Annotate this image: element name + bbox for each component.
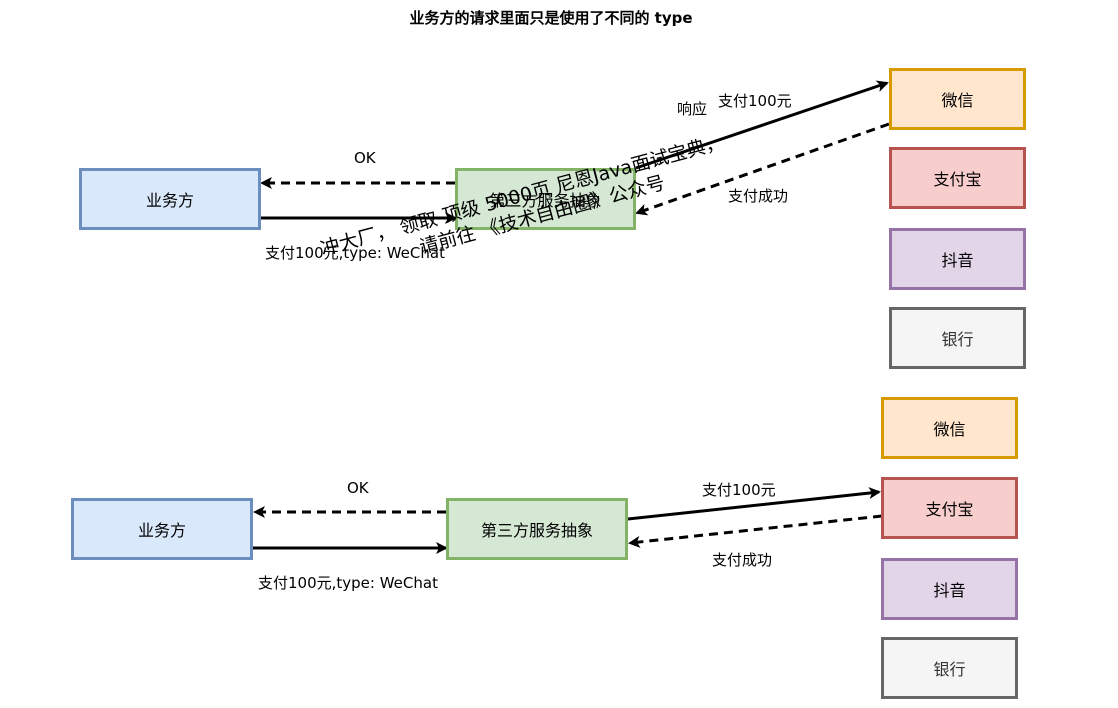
provider-wechat-1: 微信 [889, 68, 1026, 130]
success-label-2: 支付成功 [712, 551, 773, 569]
abstraction-box-2: 第三方服务抽象 [446, 498, 628, 560]
provider-douyin-1: 抖音 [889, 228, 1026, 290]
pay-arrow-1 [635, 80, 889, 170]
pay-label-2: 支付100元 [702, 481, 776, 499]
abstraction-box-1: 第三方服务抽象 [455, 168, 636, 230]
business-label: 业务方 [137, 521, 186, 540]
request-label-1: 支付100元,type: WeChat [265, 244, 445, 262]
pay-label-1: 支付100元 [718, 92, 792, 110]
provider-alipay-2: 支付宝 [881, 477, 1018, 539]
business-label: 业务方 [145, 191, 194, 210]
pay-arrow-2 [627, 487, 881, 521]
success-arrow-2 [628, 514, 883, 548]
provider-douyin-2: 抖音 [881, 558, 1018, 620]
provider-bank-1: 银行 [889, 307, 1026, 369]
business-box-2: 业务方 [71, 498, 253, 560]
abstraction-label: 第三方服务抽象 [489, 191, 602, 210]
diagram-title: 业务方的请求里面只是使用了不同的 type [409, 9, 693, 27]
success-label-1: 支付成功 [728, 187, 789, 205]
provider-label: 微信 [941, 91, 974, 110]
request-label-2: 支付100元,type: WeChat [258, 574, 438, 592]
response-label-1: 响应 [677, 100, 708, 118]
business-box-1: 业务方 [79, 168, 261, 230]
provider-label: 支付宝 [925, 500, 974, 519]
provider-label: 支付宝 [933, 170, 982, 189]
ok-label-2: OK [347, 479, 369, 497]
provider-wechat-2: 微信 [881, 397, 1018, 459]
provider-label: 银行 [933, 660, 966, 679]
provider-label: 抖音 [933, 581, 966, 600]
provider-alipay-1: 支付宝 [889, 147, 1026, 209]
provider-bank-2: 银行 [881, 637, 1018, 699]
ok-label-1: OK [354, 149, 376, 167]
provider-label: 微信 [933, 420, 966, 439]
provider-label: 银行 [941, 330, 974, 349]
abstraction-label: 第三方服务抽象 [480, 521, 593, 540]
provider-label: 抖音 [941, 251, 974, 270]
